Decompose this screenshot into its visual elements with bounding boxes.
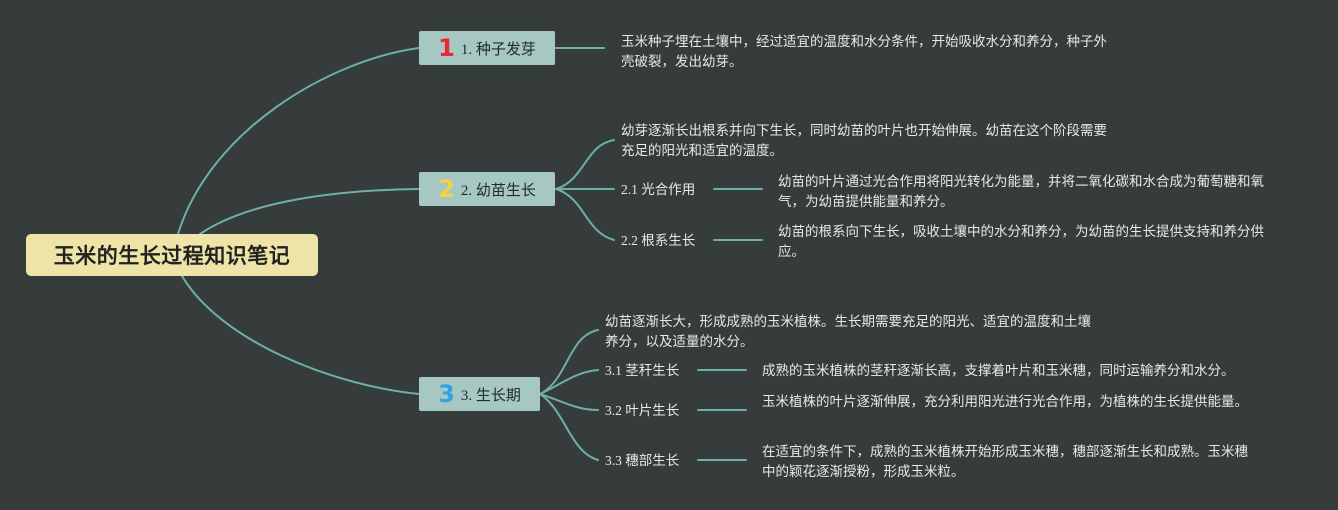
number-2-icon: 2 bbox=[438, 175, 455, 203]
branch-node-seedling-growth[interactable]: 2 2. 幼苗生长 bbox=[419, 172, 555, 206]
root-title: 玉米的生长过程知识笔记 bbox=[53, 244, 291, 268]
subtopic-ear-growth[interactable]: 3.3 穗部生长 bbox=[605, 453, 680, 468]
subtopic-description: 幼苗的叶片通过光合作用将阳光转化为能量，并将二氧化碳和水合成为葡萄糖和氧气，为幼… bbox=[778, 174, 1264, 210]
branch-description: 玉米种子埋在土壤中，经过适宜的温度和水分条件，开始吸收水分和养分，种子外壳破裂，… bbox=[621, 34, 1107, 70]
subtopic-leaf-growth[interactable]: 3.2 叶片生长 bbox=[605, 403, 680, 418]
branch-node-growth-period[interactable]: 3 3. 生长期 bbox=[419, 377, 540, 411]
link-branch2-desc bbox=[555, 139, 615, 190]
link-branch2-sub2 bbox=[555, 188, 615, 241]
link-root-branch2 bbox=[199, 188, 420, 235]
link-branch3-sub1 bbox=[539, 369, 599, 395]
link-root-branch1 bbox=[177, 47, 420, 235]
root-node[interactable]: 玉米的生长过程知识笔记 bbox=[26, 234, 318, 276]
branch-node-seed-germination[interactable]: 1 1. 种子发芽 bbox=[419, 31, 555, 65]
subtopic-description: 幼苗的根系向下生长，吸收土壤中的水分和养分，为幼苗的生长提供支持和养分供应。 bbox=[778, 224, 1264, 260]
branch-description: 幼苗逐渐长大，形成成熟的玉米植株。生长期需要充足的阳光、适宜的温度和土壤养分，以… bbox=[605, 314, 1091, 350]
branch-label: 2. 幼苗生长 bbox=[460, 182, 536, 199]
branch-label: 1. 种子发芽 bbox=[460, 41, 536, 58]
number-1-icon: 1 bbox=[438, 34, 455, 62]
link-root-branch3 bbox=[181, 275, 420, 395]
branch-description: 幼芽逐渐长出根系并向下生长，同时幼苗的叶片也开始伸展。幼苗在这个阶段需要充足的阳… bbox=[621, 123, 1107, 159]
branch-label: 3. 生长期 bbox=[460, 387, 521, 404]
link-branch3-sub3 bbox=[539, 393, 599, 461]
link-branch3-desc bbox=[539, 329, 599, 395]
subtopic-description: 玉米植株的叶片逐渐伸展，充分利用阳光进行光合作用，为植株的生长提供能量。 bbox=[762, 394, 1248, 410]
number-3-icon: 3 bbox=[438, 380, 455, 408]
subtopic-description: 在适宜的条件下，成熟的玉米植株开始形成玉米穗，穗部逐渐生长和成熟。玉米穗中的颖花… bbox=[762, 444, 1248, 480]
subtopic-description: 成熟的玉米植株的茎秆逐渐长高，支撑着叶片和玉米穗，同时运输养分和水分。 bbox=[762, 363, 1235, 379]
subtopic-photosynthesis[interactable]: 2.1 光合作用 bbox=[621, 182, 696, 197]
subtopic-root-growth[interactable]: 2.2 根系生长 bbox=[621, 233, 696, 248]
subtopic-stalk-growth[interactable]: 3.1 茎秆生长 bbox=[605, 363, 680, 378]
link-branch3-sub2 bbox=[539, 393, 599, 411]
